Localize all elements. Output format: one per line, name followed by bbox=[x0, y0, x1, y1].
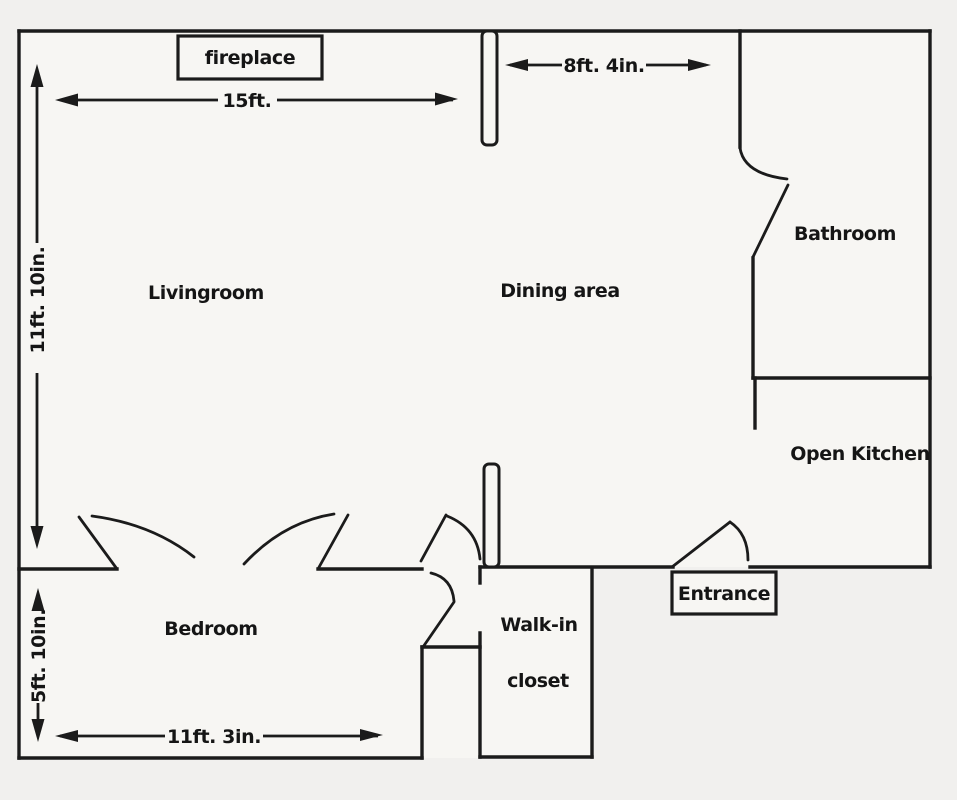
walk-in-closet-label-line2: closet bbox=[507, 670, 569, 692]
room-labels: Livingroom Dining area Bathroom Open Kit… bbox=[148, 223, 930, 692]
doors bbox=[77, 146, 790, 649]
bedroom-width-label: 11ft. 3in. bbox=[167, 726, 261, 748]
floor-area bbox=[19, 31, 930, 758]
bathroom-door bbox=[738, 146, 790, 259]
closet-door-upper bbox=[419, 513, 482, 563]
dining-area-label: Dining area bbox=[500, 280, 620, 302]
fireplace: fireplace bbox=[176, 34, 324, 81]
livingroom-label: Livingroom bbox=[148, 282, 264, 304]
bedroom-french-door-left bbox=[77, 514, 196, 571]
bedroom-french-door-right bbox=[242, 512, 350, 571]
bedroom-label: Bedroom bbox=[164, 618, 257, 640]
dining-width-label: 8ft. 4in. bbox=[563, 55, 644, 77]
bathroom-label: Bathroom bbox=[794, 223, 896, 245]
entrance-door bbox=[670, 520, 750, 569]
closet-door-lower bbox=[421, 571, 456, 649]
dining-closet-partition bbox=[482, 462, 501, 569]
dimension-bedroom-height: 5ft. 10in. bbox=[28, 588, 50, 742]
entrance: Entrance bbox=[670, 570, 778, 616]
entrance-label: Entrance bbox=[678, 583, 770, 605]
dimension-livingroom-height: 11ft. 10in. bbox=[27, 64, 49, 549]
dimension-bedroom-width: 11ft. 3in. bbox=[55, 726, 383, 748]
livingroom-height-label: 11ft. 10in. bbox=[27, 247, 49, 354]
dimension-livingroom-width: 15ft. bbox=[55, 90, 458, 112]
livingroom-width-label: 15ft. bbox=[222, 90, 271, 112]
bedroom-height-label: 5ft. 10in. bbox=[28, 609, 50, 703]
fireplace-label: fireplace bbox=[205, 47, 296, 69]
walls bbox=[17, 29, 932, 760]
open-kitchen-label: Open Kitchen bbox=[790, 443, 930, 465]
living-dining-partition bbox=[480, 29, 499, 147]
dimension-dining-width: 8ft. 4in. bbox=[505, 55, 711, 77]
walk-in-closet-label-line1: Walk-in bbox=[500, 614, 577, 636]
